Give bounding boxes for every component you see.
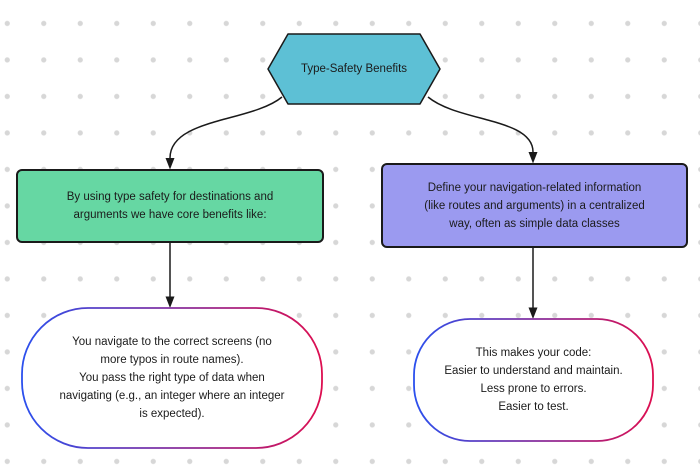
right-branch-node-shape <box>381 163 688 248</box>
edge-root-to-right-branch <box>427 96 534 153</box>
right-leaf-node-shape <box>413 318 654 442</box>
arrowhead-left-branch-to-left-leaf <box>165 296 175 308</box>
arrowhead-right-branch-to-right-leaf <box>528 307 538 319</box>
left-leaf-node-shape <box>21 307 323 449</box>
arrowhead-root-to-right-branch <box>528 152 538 164</box>
root-node-shape <box>267 33 441 105</box>
left-branch-node-shape <box>16 169 324 243</box>
edge-root-to-left-branch <box>169 96 283 159</box>
arrowhead-root-to-left-branch <box>165 158 175 170</box>
